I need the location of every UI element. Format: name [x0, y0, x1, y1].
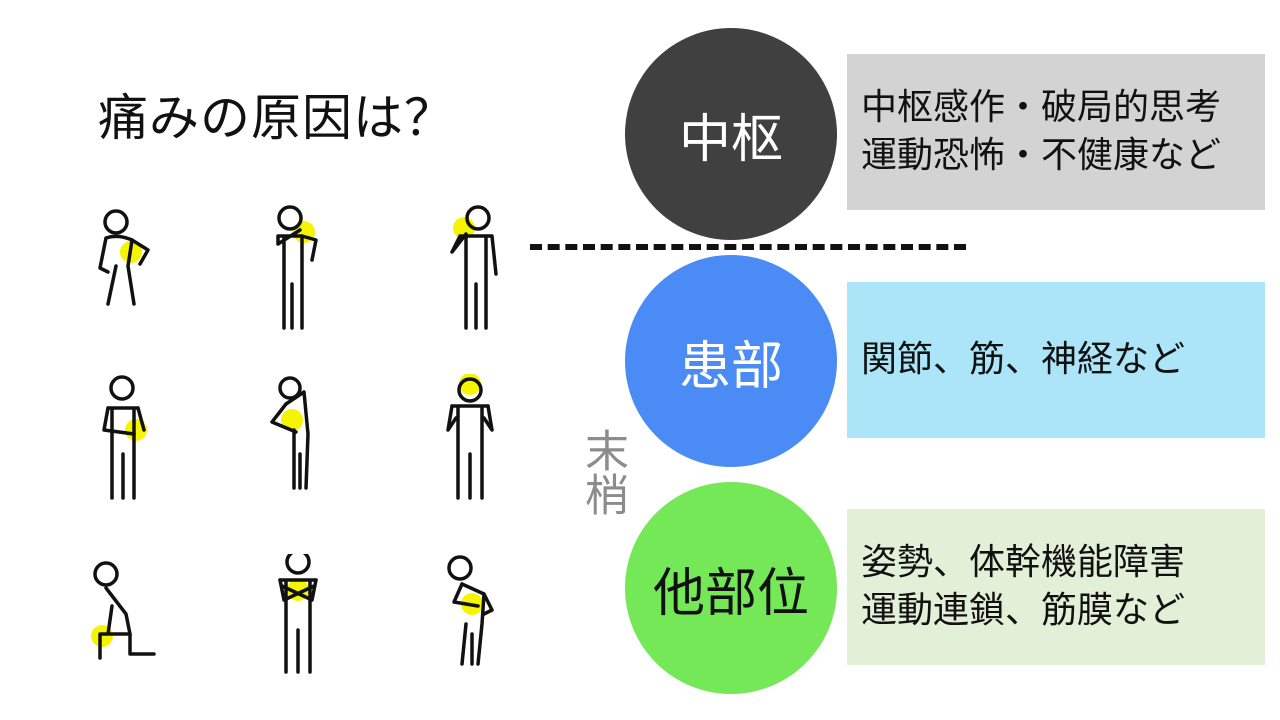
description-line: 姿勢、体幹機能障害 — [861, 542, 1186, 583]
elbow-pain-icon — [84, 374, 176, 514]
peripheral-label: 末梢 — [577, 428, 628, 516]
central-circle: 中枢 — [625, 28, 837, 240]
pain-figures-grid — [82, 196, 522, 686]
affected-area-circle: 患部 — [625, 255, 837, 467]
description-line: 中枢感作・破局的思考 — [861, 87, 1222, 128]
central-peripheral-divider — [530, 244, 966, 250]
central-description: 中枢感作・破局的思考 運動恐怖・不健康など — [847, 54, 1265, 210]
other-area-description: 姿勢、体幹機能障害 運動連鎖、筋膜など — [847, 509, 1265, 665]
lower-back-pain-icon — [82, 204, 174, 344]
description-line: 運動恐怖・不健康など — [861, 135, 1222, 176]
knee-pain-icon — [86, 554, 178, 694]
neck-pain-icon — [430, 204, 522, 344]
head-pain-icon — [434, 374, 526, 514]
hip-pain-icon — [436, 554, 528, 694]
page-title: 痛みの原因は？ — [98, 89, 455, 147]
affected-area-description: 関節、筋、神経など — [847, 282, 1265, 438]
chest-pain-icon — [262, 554, 354, 694]
description-line: 関節、筋、神経など — [861, 339, 1186, 380]
other-area-circle: 他部位 — [625, 482, 837, 694]
arm-pain-icon — [258, 374, 350, 514]
description-line: 運動連鎖、筋膜など — [861, 590, 1186, 631]
shoulder-pain-icon — [254, 204, 346, 344]
